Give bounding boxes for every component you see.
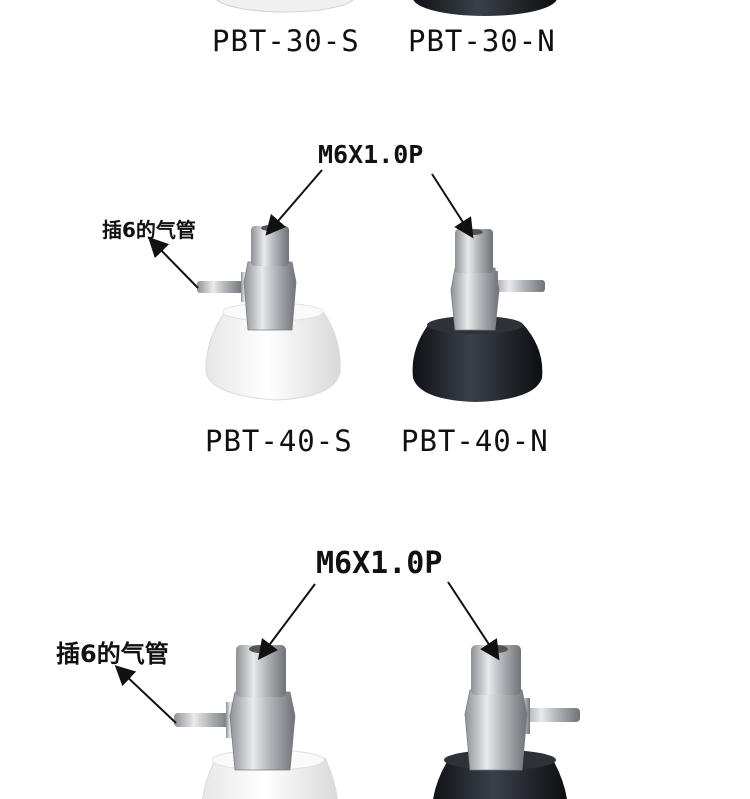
thread-callout: M6X1.0P: [318, 140, 424, 169]
hose-callout: 插6的气管: [102, 218, 196, 242]
cup-pbt-40-n: [412, 229, 545, 402]
thread-arrow-left-s3: [258, 583, 316, 660]
cup-section3-white: [174, 645, 338, 799]
cup-pbt-40-s: [197, 225, 341, 401]
thread-arrow-left: [265, 169, 323, 236]
cup-section3-black: [433, 645, 580, 799]
model-label-pbt-40-s: PBT-40-S: [205, 424, 353, 458]
thread-callout-s3: M6X1.0P: [316, 546, 443, 581]
model-label-pbt-40-n: PBT-40-N: [401, 424, 549, 458]
hose-arrow: [148, 236, 199, 289]
model-label-pbt-30-n: PBT-30-N: [408, 24, 556, 58]
model-label-pbt-30-s: PBT-30-S: [212, 24, 360, 58]
thread-arrow-right-s3: [447, 581, 500, 661]
thread-arrow-right: [431, 173, 474, 239]
cup-pbt-30-s-partial: [216, 0, 354, 13]
cup-pbt-30-n-partial: [413, 0, 557, 16]
hose-arrow-s3: [114, 665, 177, 724]
hose-callout-s3: 插6的气管: [56, 640, 169, 668]
